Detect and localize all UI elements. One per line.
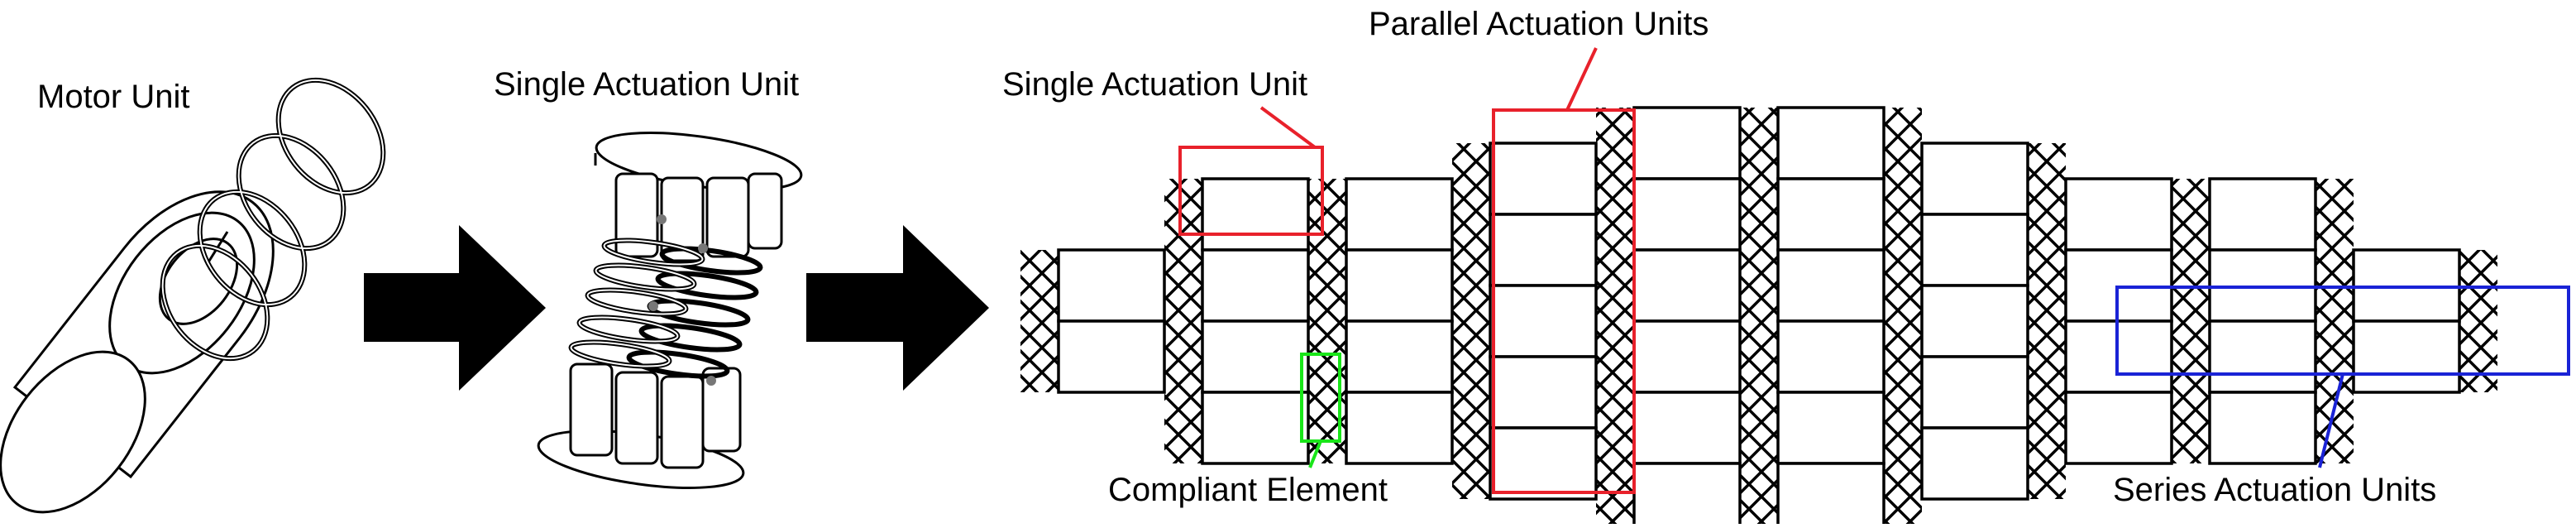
actuation-unit-box xyxy=(1632,248,1742,323)
actuation-unit-box xyxy=(2208,319,2317,394)
actuation-unit-box xyxy=(1489,213,1598,287)
actuation-unit-box xyxy=(1776,106,1885,180)
compliant-element xyxy=(1020,250,1059,392)
series-units-leader xyxy=(2318,373,2344,468)
compliant-element xyxy=(2172,179,2210,463)
motor-unit-label: Motor Unit xyxy=(37,79,190,115)
actuation-unit-box xyxy=(1345,391,1454,465)
single-actuation-unit-illustration xyxy=(537,132,803,489)
arrow-right-icon xyxy=(364,225,546,391)
compliant-element-leader xyxy=(1308,440,1322,468)
actuation-unit-box xyxy=(1776,391,1885,465)
actuation-unit-box xyxy=(1920,213,2029,287)
actuation-unit-box xyxy=(1632,177,1742,252)
actuation-unit-box xyxy=(2064,177,2173,252)
parallel-units-label: Parallel Actuation Units xyxy=(1369,6,1709,42)
actuation-unit-box xyxy=(1632,462,1742,528)
actuation-unit-box xyxy=(1920,142,2029,216)
actuation-unit-box xyxy=(1489,355,1598,430)
actuation-unit-box xyxy=(2208,391,2317,465)
compliant-element xyxy=(1740,108,1778,528)
actuation-unit-box xyxy=(1201,177,1310,252)
series-units-label: Series Actuation Units xyxy=(2113,472,2436,508)
actuation-unit-box xyxy=(1057,319,1166,394)
compliant-element xyxy=(1452,143,1490,499)
actuation-unit-box xyxy=(1201,391,1310,465)
actuation-unit-box xyxy=(1920,426,2029,501)
compliant-element-label: Compliant Element xyxy=(1108,472,1388,508)
actuation-unit-box xyxy=(1489,284,1598,358)
parallel-units-highlight xyxy=(1492,108,1636,494)
compliant-element xyxy=(2459,250,2497,392)
actuation-unit-box xyxy=(1345,319,1454,394)
compliant-element xyxy=(1164,179,1202,463)
parallel-units-leader xyxy=(1565,47,1598,111)
actuation-unit-box xyxy=(1776,248,1885,323)
actuation-unit-box xyxy=(1632,391,1742,465)
compliant-element xyxy=(2028,143,2066,499)
single-unit-highlight xyxy=(1178,146,1324,236)
motor-unit-illustration xyxy=(0,77,386,514)
actuation-unit-box xyxy=(2208,177,2317,252)
actuation-unit-box xyxy=(1345,177,1454,252)
compliant-element xyxy=(2316,179,2354,463)
actuation-unit-box xyxy=(1776,177,1885,252)
actuation-unit-box xyxy=(1201,248,1310,323)
actuation-unit-box xyxy=(1920,355,2029,430)
actuation-unit-box xyxy=(1489,426,1598,501)
compliant-element xyxy=(1596,108,1634,528)
actuation-unit-box xyxy=(1632,106,1742,180)
actuation-unit-box xyxy=(1632,319,1742,394)
actuation-unit-box xyxy=(1345,248,1454,323)
actuation-unit-box xyxy=(1776,462,1885,528)
actuator-array xyxy=(1020,106,2497,528)
actuation-unit-box xyxy=(1201,319,1310,394)
single-unit-leader xyxy=(1259,106,1317,149)
actuation-unit-box xyxy=(2064,391,2173,465)
actuation-unit-box xyxy=(1057,248,1166,323)
arrow-right-icon xyxy=(806,225,989,391)
single-unit-top-label: Single Actuation Unit xyxy=(494,66,799,103)
single-unit-callout-label: Single Actuation Unit xyxy=(1002,66,1307,103)
actuation-unit-box xyxy=(1489,142,1598,216)
actuation-unit-box xyxy=(1920,284,2029,358)
compliant-element xyxy=(1884,108,1922,528)
actuation-unit-box xyxy=(1776,319,1885,394)
actuation-unit-box xyxy=(2352,319,2461,394)
